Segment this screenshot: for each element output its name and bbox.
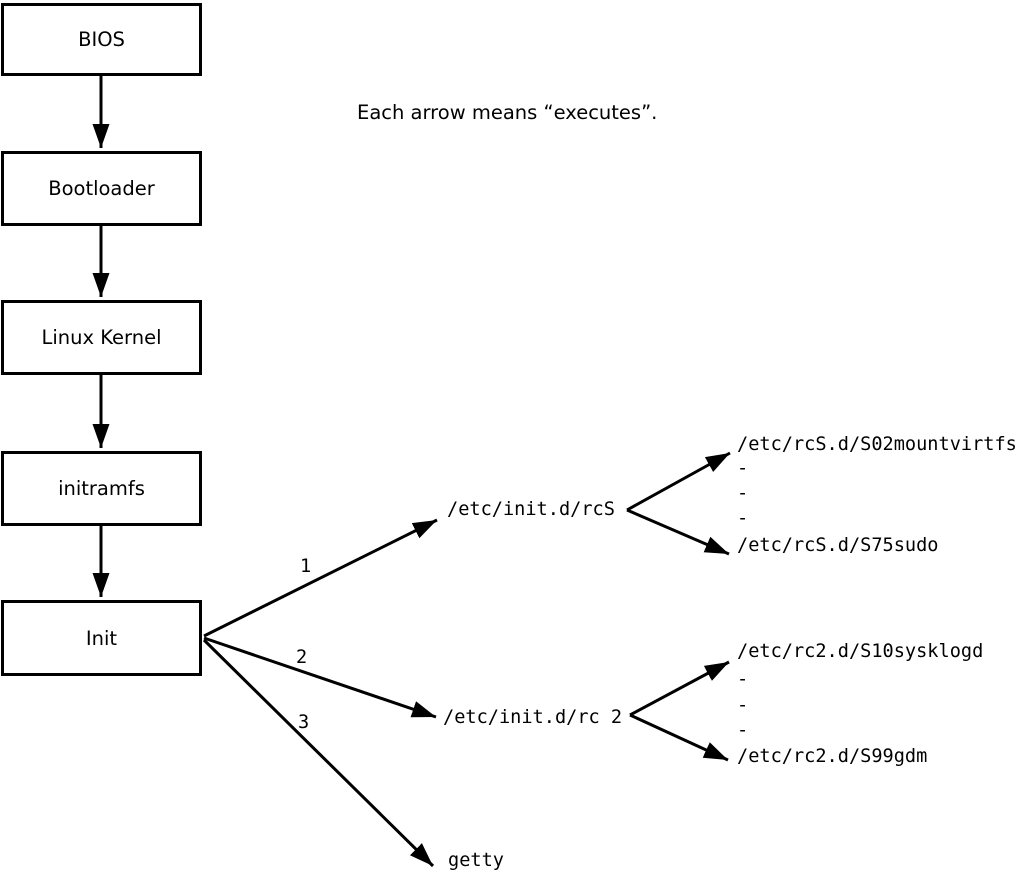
target-getty: getty — [448, 850, 504, 871]
script-ellipsis-dash: - — [737, 695, 749, 716]
arrow-rcs-to-s02mountvirtfs — [626, 451, 731, 512]
script-ellipsis-dash: - — [737, 483, 749, 504]
arrow-init-to-getty — [202, 638, 435, 868]
arrow-rcs-to-s75sudo — [626, 508, 730, 556]
script-s75sudo: /etc/rcS.d/S75sudo — [737, 535, 939, 556]
node-label-bios: BIOS — [78, 28, 125, 51]
legend-note: Each arrow means “executes”. — [357, 101, 658, 124]
flowchart-node-bios: BIOS — [1, 3, 202, 76]
arrow-init-to-rc2 — [203, 636, 437, 719]
script-s99gdm: /etc/rc2.d/S99gdm — [737, 746, 928, 767]
node-label-initramfs: initramfs — [58, 477, 145, 500]
target-rc2: /etc/init.d/rc 2 — [443, 707, 623, 728]
node-label-bootloader: Bootloader — [48, 177, 155, 200]
node-label-linux-kernel: Linux Kernel — [41, 326, 162, 349]
arrow-rc2-to-s10sysklogd — [629, 660, 730, 717]
script-ellipsis-dash: - — [737, 458, 749, 479]
arrow-init-to-rcs — [203, 518, 438, 638]
script-ellipsis-dash: - — [737, 669, 749, 690]
flowchart-node-init: Init — [1, 600, 202, 676]
script-s02mountvirtfs: /etc/rcS.d/S02mountvirtfs — [737, 434, 1017, 455]
branch-number-3: 3 — [298, 712, 310, 733]
node-label-init: Init — [85, 626, 118, 650]
target-rcs: /etc/init.d/rcS — [447, 499, 615, 520]
script-ellipsis-dash: - — [737, 508, 749, 529]
arrow-rc2-to-s99gdm — [629, 713, 729, 762]
flowchart-node-linux-kernel: Linux Kernel — [1, 300, 202, 375]
script-ellipsis-dash: - — [737, 720, 749, 741]
flowchart-node-bootloader: Bootloader — [1, 151, 202, 226]
branch-number-1: 1 — [300, 556, 312, 577]
script-s10sysklogd: /etc/rc2.d/S10sysklogd — [737, 641, 984, 662]
branch-number-2: 2 — [296, 647, 308, 668]
flowchart-node-initramfs: initramfs — [1, 451, 202, 526]
